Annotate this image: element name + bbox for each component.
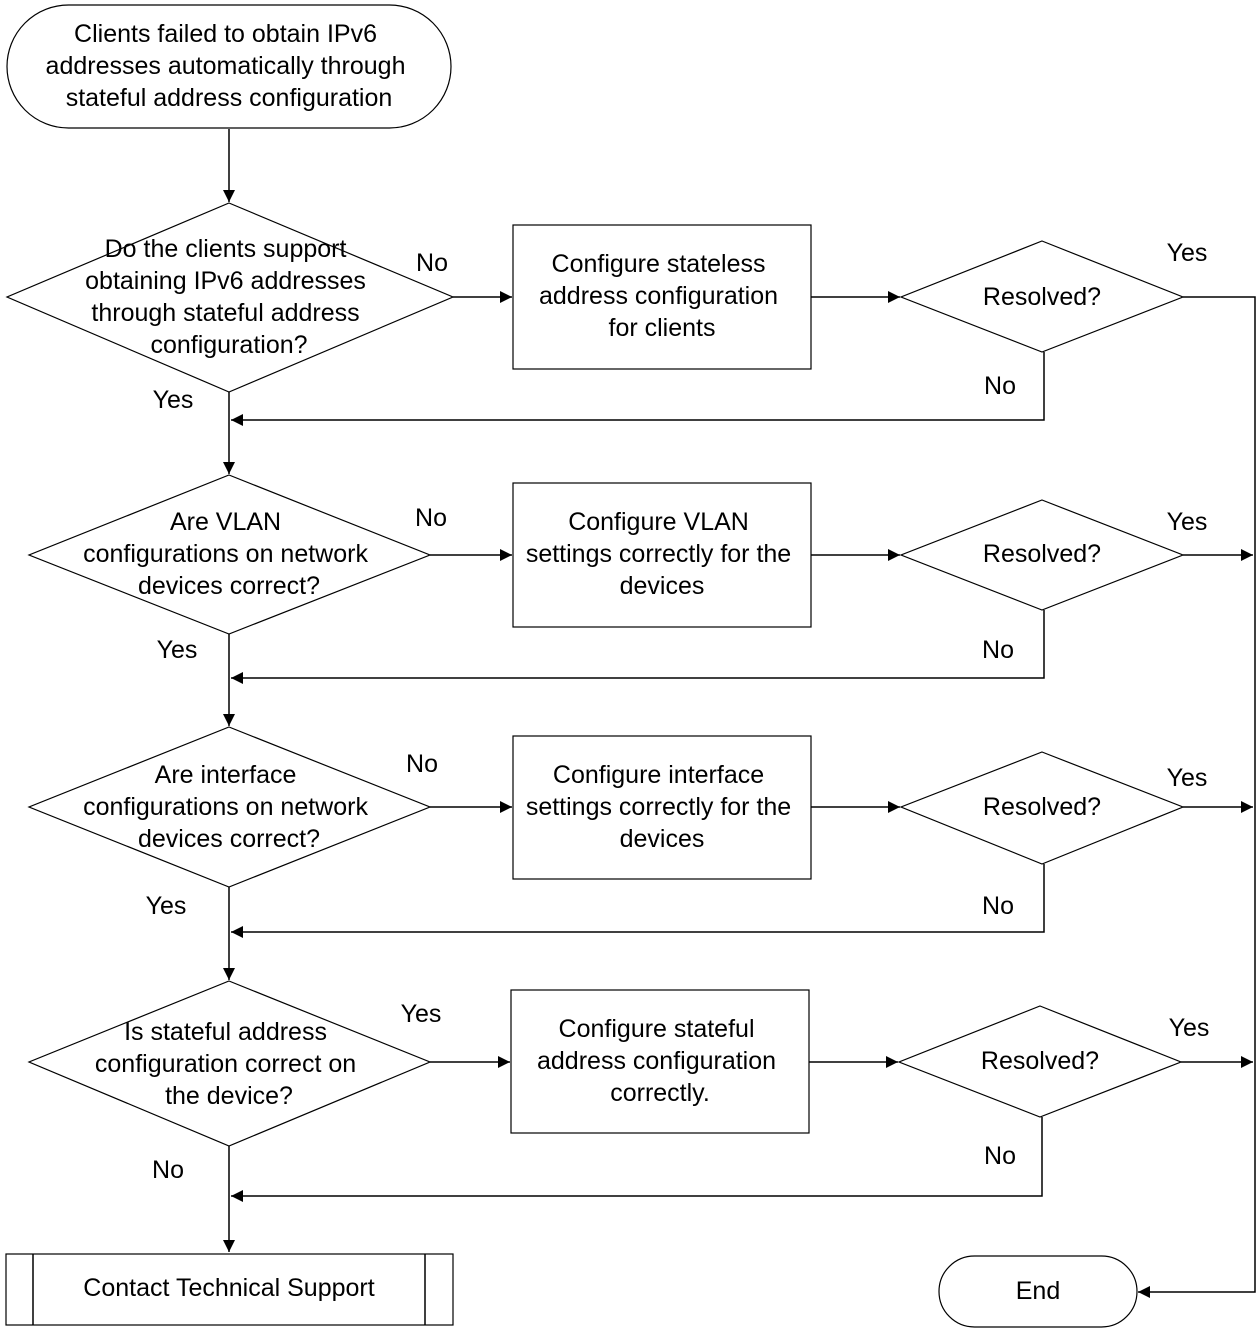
start-text: Clients failed to obtain IPv6 addresses … — [46, 20, 413, 112]
decision-4-right-label: Yes — [401, 1000, 442, 1028]
connector-check-4-no-loop — [231, 1117, 1043, 1202]
decision-3: Are interface configurations on network … — [27, 726, 438, 920]
check-3-no-label: No — [982, 892, 1014, 920]
check-1-text: Resolved? — [983, 283, 1101, 311]
decision-2: Are VLAN configurations on network devic… — [27, 474, 447, 664]
action-3: Configure interface settings correctly f… — [512, 735, 812, 880]
check-2-text: Resolved? — [983, 540, 1101, 568]
check-2-no-label: No — [982, 636, 1014, 664]
action-1-text: Configure stateless address configuratio… — [539, 250, 785, 342]
action-2: Configure VLAN settings correctly for th… — [512, 482, 812, 628]
decision-3-down-label: Yes — [146, 892, 187, 920]
check-1: Resolved? Yes No — [899, 239, 1208, 400]
action-3-text: Configure interface settings correctly f… — [526, 761, 798, 853]
check-3: Resolved? Yes No — [899, 751, 1208, 920]
connectors — [223, 129, 1256, 1298]
action-4: Configure stateful address configuration… — [510, 989, 810, 1134]
check-2-yes-label: Yes — [1167, 508, 1208, 536]
check-2: Resolved? Yes No — [899, 499, 1208, 664]
decision-4-down-label: No — [152, 1156, 184, 1184]
end-text: End — [1016, 1277, 1060, 1305]
decision-1: Do the clients support obtaining IPv6 ad… — [5, 202, 455, 414]
action-2-text: Configure VLAN settings correctly for th… — [526, 508, 798, 600]
decision-1-down-label: Yes — [153, 386, 194, 414]
connector-check-1-no-loop — [231, 352, 1045, 426]
action-1: Configure stateless address configuratio… — [512, 224, 812, 370]
connector-check-2-no-loop — [231, 610, 1045, 684]
check-4-text: Resolved? — [981, 1047, 1099, 1075]
decision-3-right-label: No — [406, 750, 438, 778]
check-3-text: Resolved? — [983, 793, 1101, 821]
connector-check-3-no-loop — [231, 864, 1045, 938]
decision-2-down-label: Yes — [157, 636, 198, 664]
check-4: Resolved? Yes No — [897, 1005, 1210, 1170]
decision-4-text: Is stateful address configuration correc… — [95, 1018, 363, 1110]
check-4-no-label: No — [984, 1142, 1016, 1170]
decision-1-text: Do the clients support obtaining IPv6 ad… — [85, 235, 373, 359]
end-terminator: End — [938, 1255, 1138, 1328]
decision-3-text: Are interface configurations on network … — [83, 761, 375, 853]
action-4-text: Configure stateful address configuration… — [537, 1015, 783, 1107]
check-1-no-label: No — [984, 372, 1016, 400]
check-1-yes-label: Yes — [1167, 239, 1208, 267]
decision-4: Is stateful address configuration correc… — [27, 980, 442, 1184]
decision-2-text: Are VLAN configurations on network devic… — [83, 508, 375, 600]
check-3-yes-label: Yes — [1167, 764, 1208, 792]
connector-yes-rail-to-end — [1138, 296, 1256, 1298]
support-process: Contact Technical Support — [5, 1253, 454, 1326]
start-terminator: Clients failed to obtain IPv6 addresses … — [6, 4, 452, 129]
check-4-yes-label: Yes — [1169, 1014, 1210, 1042]
support-text: Contact Technical Support — [83, 1274, 374, 1302]
decision-1-right-label: No — [416, 249, 448, 277]
decision-2-right-label: No — [415, 504, 447, 532]
